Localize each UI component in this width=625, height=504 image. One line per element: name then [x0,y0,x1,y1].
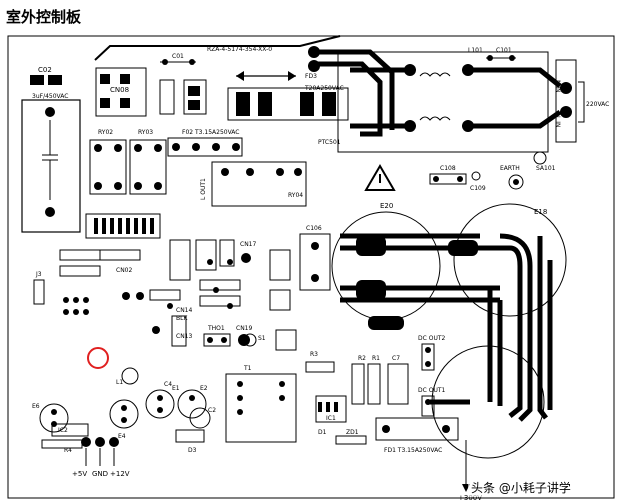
capacitor-e18: E18 [453,203,567,317]
watermark: 头条 @小耗子讲学 [468,478,574,497]
label-plus300v: +300V [458,494,482,502]
label-t1: T1 [243,365,252,372]
fuse-fd1: FD1 T3.15A250VAC [375,417,459,454]
label-dc-out2: DC OUT2 [418,335,445,342]
label-c108: C108 [440,165,456,172]
capacitor-e2: E2 [177,385,208,419]
warning-icon [364,164,396,191]
relay-ry04: RY04 [211,161,307,207]
label-c2: C2 [208,407,216,414]
label-part-number: RZA-4-5174-354-XX-0 [207,46,272,53]
label-l-in: L IN [554,116,561,128]
label-cn17: CN17 [240,241,256,248]
bus-traces [340,233,553,422]
label-fd1: FD1 T3.15A250VAC [384,447,442,454]
label-d1: D1 [318,429,327,436]
label-l-out1: L OUT1 [200,178,207,200]
label-gnd: GND [92,470,108,478]
fuse-fd3: FD3 T20A250VAC PTC501 [227,71,349,146]
label-e4: E4 [118,433,126,440]
capacitor-c4: C4 [164,381,172,388]
label-ic2: IC2 [58,427,68,434]
dc-output-pins: +5V GND +12V [72,437,130,478]
label-ptc: PTC501 [318,139,341,146]
label-c109: C109 [470,185,486,192]
label-c7: C7 [392,355,400,362]
fuse-f02: F02 T3.15A250VAC [167,129,243,157]
label-ry03: RY03 [138,129,153,136]
capacitor-e6: E6 [32,403,69,433]
label-cn08: CN08 [110,86,129,94]
label-j3: J3 [35,271,42,278]
label-e1: E1 [172,385,180,392]
label-c101: C101 [496,47,512,54]
small-pads [63,259,233,334]
label-c4: C4 [164,381,172,388]
highlight-marker [87,347,109,369]
label-e18: E18 [534,208,547,216]
relay-ry02-ry03: RY02 RY03 [89,129,167,195]
label-e20: E20 [380,202,393,210]
label-sa101: SA101 [536,165,556,172]
label-c106: C106 [306,225,322,232]
label-cn19: CN19 [236,325,252,332]
label-cn13: CN13 [176,333,192,340]
page-title: 室外控制板 [6,8,82,26]
label-r3: R3 [310,351,318,358]
ac-input-terminal: N IN L IN 220VAC [554,59,609,143]
label-c02: C02 [38,66,52,74]
label-l1: L1 [116,379,123,386]
label-zd1: ZD1 [346,429,359,436]
label-f02: F02 T3.15A250VAC [182,129,239,136]
label-blk: BLK [176,315,188,322]
label-plus5v: +5V [72,470,87,478]
label-r2: R2 [358,355,366,362]
label-r4: R4 [64,447,72,454]
label-e6: E6 [32,403,40,410]
label-plus12v: +12V [110,470,130,478]
capacitor-e4: E4 [109,399,139,440]
label-ac-input: 220VAC [586,101,609,108]
label-fd3: FD3 [305,73,317,80]
label-ry04: RY04 [288,192,303,199]
capacitor-c01: C01 [160,53,196,65]
capacitor-c2: C2 [189,407,216,429]
label-c02-rating: 3uF/450VAC [32,93,68,100]
label-cn02: CN02 [116,267,132,274]
label-n-in: N IN [554,80,561,93]
ic-chip-pins [94,218,154,234]
label-tho1: THO1 [207,325,225,332]
label-d3: D3 [188,447,197,454]
capacitor-c02: C02 3uF/450VAC [21,66,81,233]
small-components [59,239,297,351]
label-r1: R1 [372,355,380,362]
label-e2: E2 [200,385,208,392]
label-c01: C01 [172,53,184,60]
inductor-l101: L101 [337,47,562,153]
connector-cn08: CN08 [95,67,147,117]
label-ry02: RY02 [98,129,113,136]
transformer-t1: T1 [225,365,297,443]
label-earth: EARTH [500,165,520,172]
label-l101: L101 [468,47,483,54]
label-s1: S1 [258,335,266,342]
label-ic1: IC1 [326,415,336,422]
label-dc-out1: DC OUT1 [418,387,445,394]
label-cn14: CN14 [176,307,192,314]
board-outline [7,35,615,499]
capacitor-e1: E1 [145,385,180,419]
